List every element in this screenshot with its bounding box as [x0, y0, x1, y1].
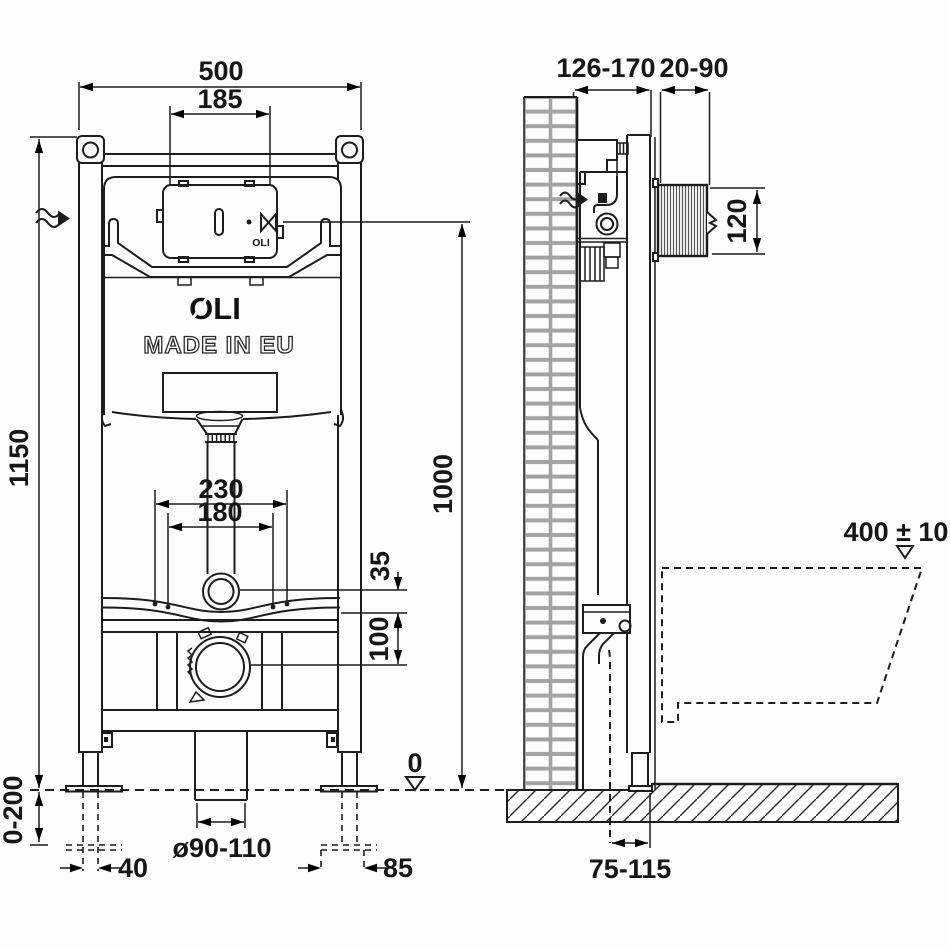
lower-frame	[103, 619, 337, 732]
dim-1150: 1150	[4, 136, 77, 788]
hanger-hole-left	[82, 141, 99, 159]
dim-panel-width-label: 185	[197, 84, 242, 114]
dim-drain-diameter-label: ø90-110	[172, 833, 271, 863]
brand-logo: OLI	[189, 291, 241, 326]
dim-plate-height-label: 120	[722, 198, 752, 243]
panel-tab	[178, 180, 189, 187]
dim-75-115: 75-115	[589, 793, 672, 884]
fill-valve	[579, 246, 605, 282]
dim-400: 400 ± 10	[844, 517, 949, 560]
dim-85: 85	[298, 853, 413, 883]
dim-40: 40	[60, 853, 148, 883]
flush-actuator-box	[652, 178, 718, 262]
mounting-plate	[101, 597, 341, 623]
tank-lower-plate	[162, 372, 278, 413]
dim-plate-depth-label: 20-90	[659, 53, 728, 83]
dim-drain-diameter: ø90-110	[172, 803, 272, 863]
access-panel: OLI	[156, 180, 284, 263]
side-view: 126-170 20-90 120 400 ± 10 75-1	[506, 53, 949, 884]
wall-direction-arrow-side	[559, 191, 588, 209]
dim-flush-height-label: 1000	[428, 454, 458, 514]
dim-185: 185	[169, 84, 271, 186]
flush-pipe	[195, 410, 244, 611]
dim-20-90: 20-90	[659, 53, 729, 185]
push-rod-tip	[706, 211, 718, 235]
logo-slash	[191, 297, 209, 319]
dim-spacing-outer-label: 230	[198, 474, 243, 504]
corner-plate-right	[335, 135, 364, 164]
drain-outlet	[186, 626, 251, 703]
floor-section	[506, 782, 899, 823]
corner-plate-left	[76, 135, 105, 164]
dim-120: 120	[710, 187, 765, 255]
wall-section	[523, 96, 579, 790]
inlet-pipe-ring	[595, 212, 619, 236]
bowl-connection	[582, 604, 632, 843]
dim-126-170: 126-170	[556, 53, 656, 137]
flush-slot	[214, 208, 224, 236]
datum-zero: 0	[404, 748, 426, 792]
cistern-tab-left	[177, 277, 192, 286]
dim-height-label: 1150	[4, 429, 34, 488]
frame-rails	[76, 135, 364, 753]
made-in-label: MADE IN EU	[143, 332, 294, 359]
front-view: OLI OLI MADE IN EU	[0, 56, 508, 883]
wall-bracket	[576, 139, 618, 185]
dim-foot-offset-label: 85	[383, 853, 413, 883]
panel-tab	[244, 180, 255, 187]
dim-drain-height-label: 100	[364, 616, 394, 661]
dim-spacing-inner-label: 180	[197, 497, 242, 527]
cistern-tab-right	[249, 277, 264, 286]
toilet-bowl-outline	[661, 567, 924, 723]
dim-leg-offset-label: 40	[118, 853, 148, 883]
panel-tab	[178, 256, 189, 263]
tank-profile	[576, 139, 629, 595]
legs	[65, 732, 378, 793]
dim-width-label: 500	[198, 56, 243, 86]
drain-pipe	[194, 731, 248, 801]
panel-logo: OLI	[252, 237, 270, 249]
dim-outlet-offset-label: 75-115	[589, 854, 672, 884]
wall-direction-arrow	[35, 208, 70, 228]
dim-bowl-height-label: 400 ± 10	[844, 517, 949, 547]
foot-plate-right	[320, 785, 378, 793]
dim-0-200: 0-200	[0, 775, 48, 846]
frame-profile	[626, 134, 656, 792]
dim-1000: 100 0	[283, 221, 470, 788]
dim-100: 100	[251, 614, 407, 666]
legs-extended	[66, 792, 377, 871]
inlet-hook	[593, 176, 618, 213]
floor-level-label: 0	[407, 748, 422, 778]
dim-depth-range-label: 126-170	[556, 53, 655, 83]
dim-elbow-offset-label: 35	[365, 551, 395, 581]
foot-plate-left	[65, 785, 123, 793]
panel-dot	[246, 219, 252, 225]
dim-leg-range-label: 0-200	[0, 775, 28, 844]
dim-500: 500	[78, 56, 362, 130]
panel-clip-left	[156, 209, 164, 223]
panel-tab	[244, 256, 255, 263]
dim-230: 230	[154, 474, 288, 606]
valve-symbol	[260, 211, 277, 234]
dim-180: 180	[167, 497, 274, 606]
hanger-hole-right	[341, 141, 358, 159]
